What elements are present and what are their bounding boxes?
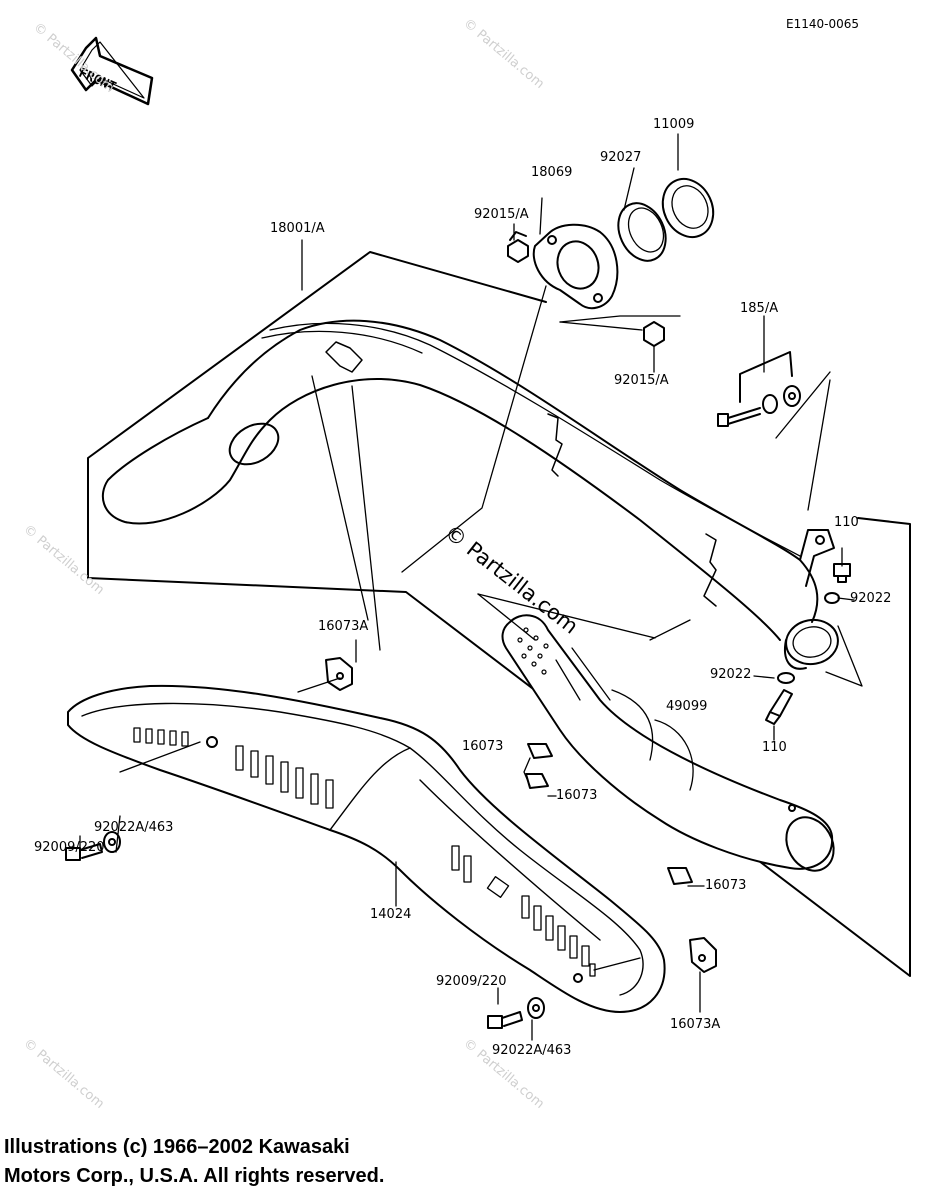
- label-screw-left: 92009/220: [34, 840, 105, 855]
- leader-lines: [79, 133, 863, 1041]
- bolt-lower: [765, 672, 795, 725]
- copyright-line-1: Illustrations (c) 1966–2002 Kawasaki: [4, 1136, 350, 1158]
- mounting-bracket: [799, 529, 835, 587]
- gasket-ring: [617, 202, 667, 262]
- label-screw-right: 92009/220: [436, 974, 507, 989]
- nut-bottom: [643, 321, 665, 347]
- label-washer-left: 92022A/463: [94, 820, 174, 835]
- clip-a: [527, 743, 553, 759]
- cover-mount-hole-left: [206, 736, 218, 748]
- label-clip-c: 16073: [705, 878, 747, 893]
- screw-right: [487, 997, 545, 1029]
- label-bolt-set: 185/A: [740, 301, 779, 316]
- label-bolt-upper: 110: [834, 515, 859, 530]
- label-bolt-lower: 110: [762, 740, 787, 755]
- gasket: [661, 177, 715, 239]
- bolt-upper: [824, 563, 851, 604]
- nut-top: [507, 231, 529, 263]
- baffle: [501, 614, 835, 872]
- holder-clip: [325, 341, 363, 373]
- label-clip-a: 16073: [462, 739, 504, 754]
- label-cover: 14024: [370, 907, 412, 922]
- muffler-outlet: [785, 618, 839, 666]
- screw-left: [65, 831, 121, 861]
- label-washer-right: 92022A/463: [492, 1043, 572, 1058]
- clip-nut-top: [325, 657, 353, 691]
- bolt-set: [717, 351, 801, 427]
- front-arrow-icon: [70, 36, 154, 106]
- heat-cover: [67, 684, 666, 1013]
- cover-mount-hole-right: [573, 973, 583, 983]
- label-nut-top: 92015/A: [474, 207, 529, 222]
- label-gasket: 11009: [653, 117, 695, 132]
- label-clip-nut-bottom: 16073A: [670, 1017, 721, 1032]
- clip-c: [667, 867, 693, 885]
- clip-nut-bottom: [689, 937, 717, 973]
- label-gasket-ring: 92027: [600, 150, 642, 165]
- label-muffler-assy: 18001/A: [270, 221, 325, 236]
- holder-flange: [532, 223, 619, 310]
- label-washer-upper: 92022: [850, 591, 892, 606]
- label-clip-nut-top: 16073A: [318, 619, 369, 634]
- diagram-reference-code: E1140-0065: [786, 17, 859, 31]
- label-holder: 18069: [531, 165, 573, 180]
- label-baffle: 49099: [666, 699, 708, 714]
- label-nut-bottom: 92015/A: [614, 373, 669, 388]
- label-clip-b: 16073: [556, 788, 598, 803]
- copyright-line-2: Motors Corp., U.S.A. All rights reserved…: [4, 1165, 385, 1187]
- muffler-body: [101, 319, 839, 670]
- muffler-inlet: [228, 422, 280, 466]
- label-washer-lower: 92022: [710, 667, 752, 682]
